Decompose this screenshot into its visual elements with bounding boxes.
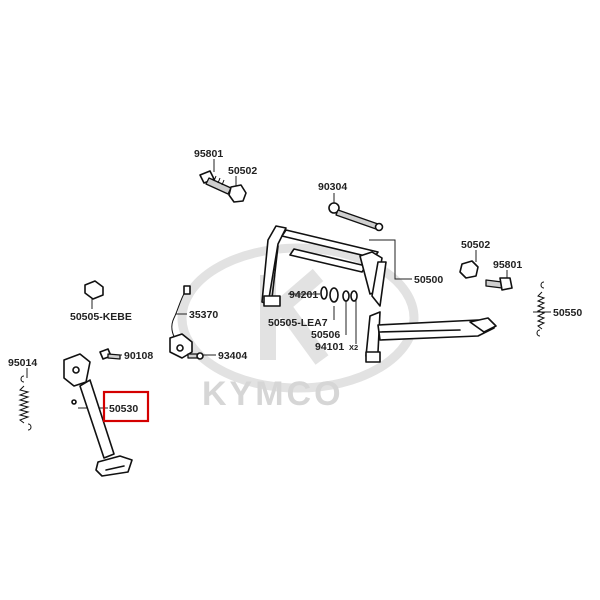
label-50550[interactable]: 50550 xyxy=(553,307,582,319)
label-94201[interactable]: 94201 xyxy=(289,289,318,301)
label-95801-left[interactable]: 95801 xyxy=(194,148,223,160)
label-93404[interactable]: 93404 xyxy=(218,350,247,362)
label-50530[interactable]: 50530 xyxy=(109,403,138,415)
main-stand-50500 xyxy=(261,225,497,363)
label-94101[interactable]: 94101 xyxy=(315,341,344,353)
label-50502-left[interactable]: 50502 xyxy=(228,165,257,177)
spring-50550 xyxy=(536,281,546,337)
bolt-90108 xyxy=(99,348,121,360)
washers xyxy=(320,286,358,303)
watermark-brand: KYMCO xyxy=(202,375,344,413)
label-50500[interactable]: 50500 xyxy=(414,274,443,286)
rubber-50505-kebe xyxy=(84,280,104,300)
label-90108[interactable]: 90108 xyxy=(124,350,153,362)
label-50502-right[interactable]: 50502 xyxy=(461,239,490,251)
leader-lines xyxy=(26,159,551,409)
selected-part-highlight[interactable]: 50530 xyxy=(102,390,150,423)
label-50506[interactable]: 50506 xyxy=(311,329,340,341)
label-50505-kebe[interactable]: 50505-KEBE xyxy=(70,311,132,323)
rubber-50502-left xyxy=(228,184,247,203)
bolt-95801-left xyxy=(199,170,232,195)
switch-35370 xyxy=(169,285,193,359)
kymco-watermark: KYMCO xyxy=(177,243,419,413)
screw-93404 xyxy=(187,352,204,360)
label-90304[interactable]: 90304 xyxy=(318,181,347,193)
label-35370[interactable]: 35370 xyxy=(189,309,218,321)
rubber-50502-right xyxy=(459,260,479,279)
part-labels: 95801 50502 90304 50502 95801 50500 9420… xyxy=(8,148,582,369)
label-95801-right[interactable]: 95801 xyxy=(493,259,522,271)
label-50505-lea7[interactable]: 50505-LEA7 xyxy=(268,317,328,329)
label-95014[interactable]: 95014 xyxy=(8,357,37,369)
bolt-90304 xyxy=(328,202,384,232)
highlight-box[interactable] xyxy=(102,390,150,423)
bolt-95801-right xyxy=(485,277,513,291)
side-stand-50530 xyxy=(63,353,133,477)
label-94101-qty: X2 xyxy=(349,343,358,352)
spring-95014 xyxy=(18,375,32,431)
